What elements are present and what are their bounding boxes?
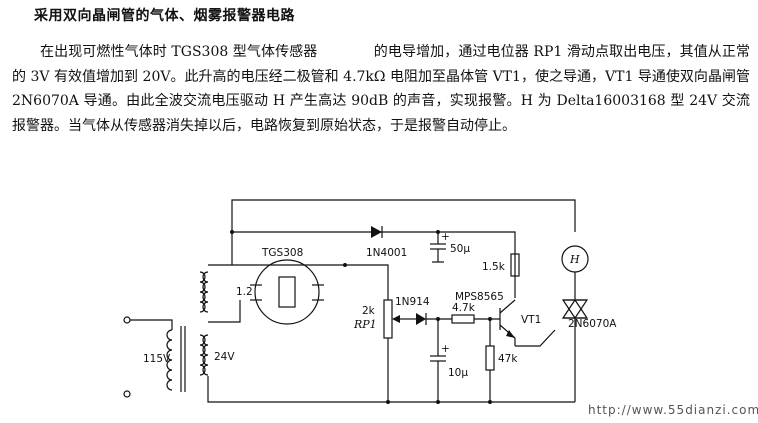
pot-top-wire [345, 264, 389, 300]
transformer-mid-wire [208, 300, 241, 323]
pot-value-label: 2k [362, 305, 376, 317]
mains-terminal-top [123, 316, 131, 324]
capacitor-10u [430, 319, 446, 402]
pot-wiper [392, 315, 400, 323]
mains-label: 115V [143, 353, 171, 365]
cap2-label: 10μ [448, 367, 468, 379]
article-title: 采用双向晶闸管的气体、烟雾报警器电路 [34, 8, 295, 24]
res-4k7-label: 4.7k [452, 302, 476, 314]
secondary-label: 24V [214, 351, 235, 363]
cap1-label: 50μ [450, 243, 470, 255]
mains-terminal-bottom [123, 390, 131, 398]
res-47k-label: 47k [498, 353, 518, 365]
secondary-bottom-wire [207, 376, 232, 403]
res-1k5-label: 1.5k [482, 261, 506, 273]
transistor-vt1 [499, 299, 516, 339]
potentiometer-rp1 [383, 299, 393, 339]
cap2-plus: + [441, 343, 450, 355]
pot-name-label: RP1 [353, 318, 377, 331]
sensor-label: TGS308 [261, 247, 303, 259]
capacitor-50u [430, 232, 446, 263]
watermark-text: http://www.55dianzi.com [588, 403, 758, 417]
transformer [166, 271, 209, 392]
diode-1n914 [416, 313, 427, 325]
triac-2n6070a [561, 298, 589, 320]
transistor-type-label: MPS8565 [455, 291, 504, 303]
diode1-wire [232, 231, 516, 298]
primary-wires [130, 319, 173, 330]
resistor-4k7 [451, 314, 475, 324]
sensor-pins-label: 1.2 [236, 286, 253, 298]
emitter-to-gate-wire [515, 329, 556, 347]
transistor-name-label: VT1 [521, 314, 541, 326]
article-paragraph: 在出现可燃性气体时 TGS308 型气体传感器 的电导增加，通过电位器 RP1 … [12, 44, 750, 134]
diode1-label: 1N4001 [366, 247, 407, 259]
top-rail-wire [231, 199, 576, 240]
alarm-label: H [569, 253, 580, 266]
diode-1n4001 [371, 226, 383, 238]
resistor-47k [485, 345, 495, 371]
triac-label: 2N6070A [568, 318, 617, 330]
junction-dots [230, 230, 492, 404]
diode2-label: 1N914 [395, 296, 430, 308]
resistor-1k5 [510, 253, 520, 277]
cap1-plus: + [441, 231, 450, 243]
gas-sensor-tgs308 [250, 259, 324, 325]
